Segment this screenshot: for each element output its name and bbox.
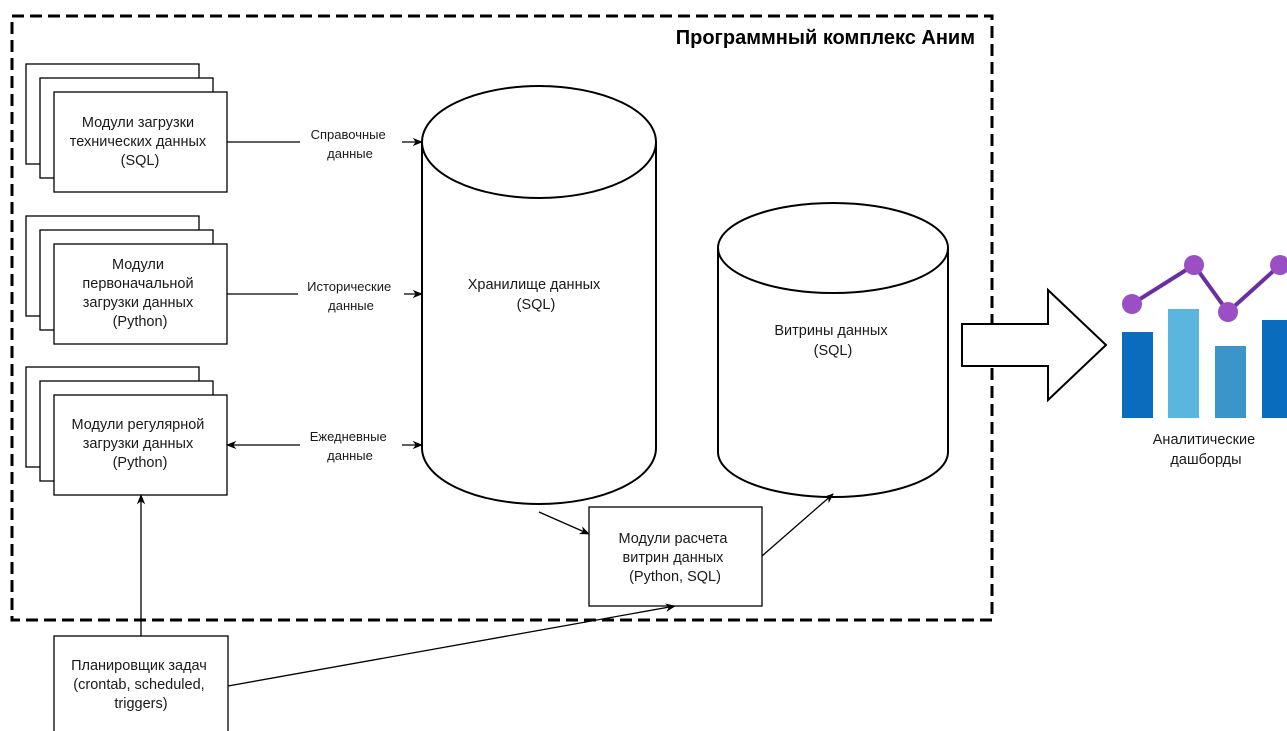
svg-text:Ежедневные данные: Ежедневные данные bbox=[310, 429, 391, 463]
regular-module-label-3: (Python) bbox=[113, 455, 168, 471]
regular-module-label-1: Модули регулярной bbox=[72, 417, 205, 433]
svg-text:Витрины данных (SQL): Витрины данных (SQL) bbox=[774, 323, 891, 359]
edge-reference-label-2: данные bbox=[327, 146, 373, 161]
initial-module-box bbox=[53, 243, 228, 345]
svg-text:Исторические данные: Исторические данные bbox=[307, 279, 395, 313]
edge-storage-to-calc bbox=[538, 511, 590, 535]
initial-module-label-4: (Python) bbox=[113, 314, 168, 330]
storage-label-1: Хранилище данных bbox=[468, 277, 601, 293]
svg-text:Модули первоначальной: Модули первоначальной загрузки данных (P… bbox=[82, 257, 197, 330]
tech-module-label-2: технических данных bbox=[70, 134, 207, 150]
tech-module-label-1: Модули загрузки bbox=[82, 115, 194, 131]
edge-historical-label-2: данные bbox=[328, 298, 374, 313]
scheduler-label-3: triggers) bbox=[114, 696, 167, 712]
edge-daily-data: Ежедневные данные bbox=[225, 426, 424, 466]
edge-calc-to-marts bbox=[761, 493, 834, 557]
edge-daily-label-2: данные bbox=[327, 448, 373, 463]
dashboard-label-2: дашборды bbox=[1170, 452, 1241, 468]
tech-module-label-3: (SQL) bbox=[121, 153, 160, 169]
dashboard-chart-icon bbox=[1122, 255, 1287, 418]
module-stack-initial: Модули первоначальной загрузки данных (P… bbox=[25, 215, 228, 345]
calc-module-label-2: витрин данных bbox=[623, 550, 725, 566]
calc-module: Модули расчета витрин данных (Python, SQ… bbox=[588, 506, 763, 607]
calc-module-box bbox=[588, 506, 763, 607]
initial-module-label-3: загрузки данных bbox=[83, 295, 194, 311]
edge-daily-label-1: Ежедневные bbox=[310, 429, 387, 444]
edge-historical-label-1: Исторические bbox=[307, 279, 391, 294]
marts-label-2: (SQL) bbox=[814, 343, 853, 359]
dashboard-label-1: Аналитические bbox=[1153, 432, 1255, 448]
system-boundary bbox=[10, 14, 994, 622]
system-title: Программный комплекс Аним bbox=[676, 27, 975, 49]
svg-text:Модули регулярной загруз: Модули регулярной загрузки данных (Pytho… bbox=[72, 417, 209, 471]
module-stack-technical: Модули загрузки технических данных (SQL) bbox=[25, 63, 228, 193]
edge-historical-data: Исторические данные bbox=[227, 276, 424, 316]
edge-scheduler-to-calc bbox=[227, 603, 677, 687]
marts-label-1: Витрины данных bbox=[774, 323, 888, 339]
calc-module-label-1: Модули расчета bbox=[619, 531, 729, 547]
scheduler-box bbox=[53, 635, 229, 731]
svg-text:Аналитические дашборды: Аналитические дашборды bbox=[1153, 432, 1259, 468]
edge-reference-label-1: Справочные bbox=[311, 127, 386, 142]
scheduler-label-2: (crontab, scheduled, bbox=[73, 677, 204, 693]
svg-text:Модули загрузки техничес: Модули загрузки технических данных (SQL) bbox=[70, 115, 210, 169]
svg-text:Хранилище данных (SQL): Хранилище данных (SQL) bbox=[468, 277, 605, 313]
storage-label-2: (SQL) bbox=[517, 297, 556, 313]
scheduler: Планировщик задач (crontab, scheduled, t… bbox=[53, 635, 229, 731]
edge-reference-data: Справочные данные bbox=[227, 124, 424, 164]
svg-text:Модули расчета витрин да: Модули расчета витрин данных (Python, SQ… bbox=[619, 531, 732, 585]
calc-module-label-3: (Python, SQL) bbox=[629, 569, 721, 585]
output-arrow bbox=[961, 287, 1108, 403]
svg-text:Справочные данные: Справочные данные bbox=[311, 127, 390, 161]
module-stack-regular: Модули регулярной загрузки данных (Pytho… bbox=[25, 366, 228, 496]
storage-cylinder: Хранилище данных (SQL) bbox=[421, 85, 657, 505]
regular-module-box bbox=[53, 394, 228, 496]
scheduler-label-1: Планировщик задач bbox=[71, 658, 207, 674]
regular-module-label-2: загрузки данных bbox=[83, 436, 194, 452]
initial-module-label-1: Модули bbox=[112, 257, 164, 273]
svg-text:Планировщик задач (cront: Планировщик задач (crontab, scheduled, t… bbox=[71, 658, 211, 712]
marts-cylinder: Витрины данных (SQL) bbox=[717, 202, 949, 498]
initial-module-label-2: первоначальной bbox=[82, 276, 193, 292]
